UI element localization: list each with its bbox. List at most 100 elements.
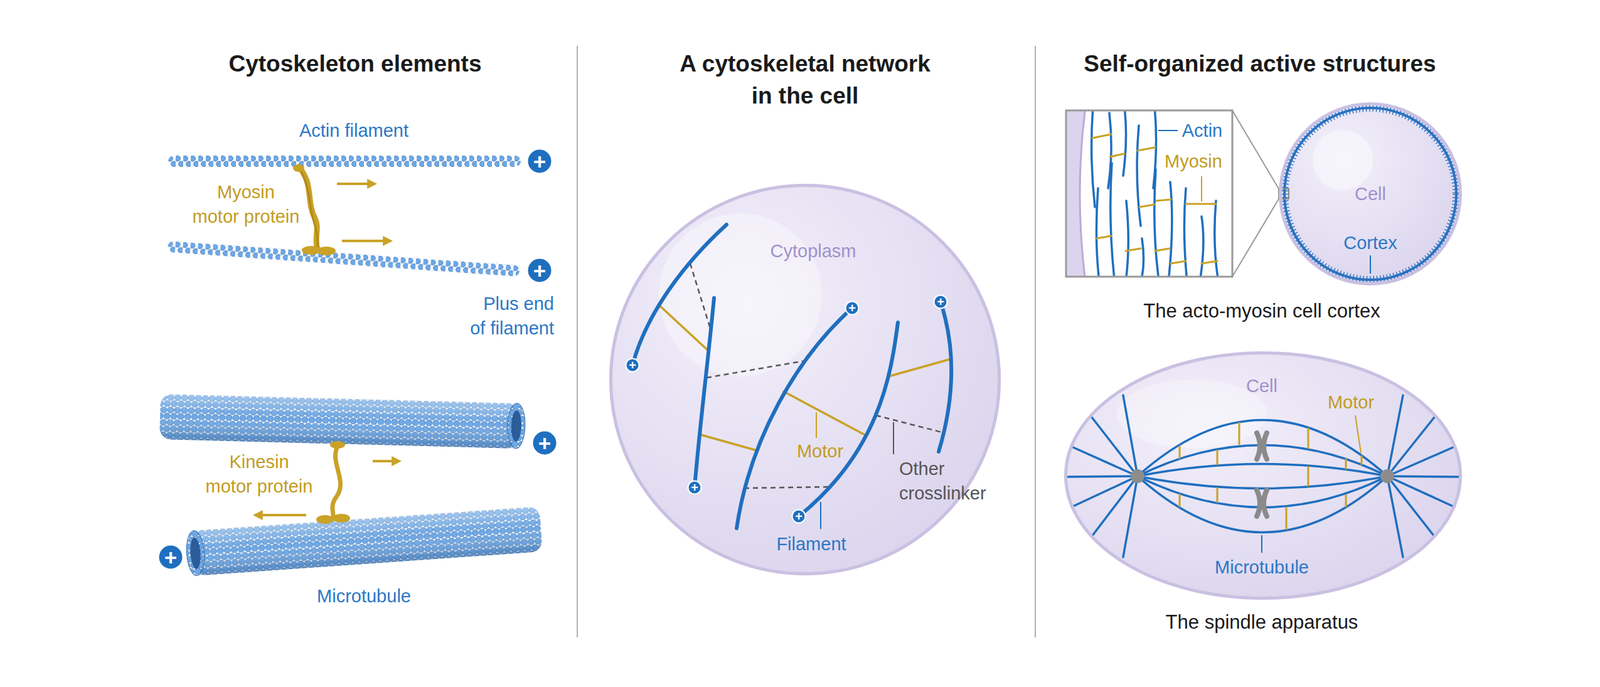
kinesin-motor xyxy=(316,515,334,524)
label-box: Motor xyxy=(796,439,845,464)
motor-link xyxy=(783,391,866,436)
microtubule-tube xyxy=(506,403,526,450)
cortex-inset xyxy=(1136,125,1141,226)
actin-filament xyxy=(168,155,521,167)
panel-title: Self-organized active structures xyxy=(1083,50,1436,77)
cortex-inset xyxy=(1091,110,1095,208)
plus-end-marker: + xyxy=(933,294,949,310)
cortex-inset xyxy=(1110,163,1115,277)
kinesin-motor xyxy=(316,441,351,524)
leader-line xyxy=(1261,535,1263,553)
actin-filament xyxy=(167,240,521,277)
spindle-microtubule xyxy=(1387,395,1403,477)
cortex-inset xyxy=(1139,204,1155,208)
cortex-inset xyxy=(1154,169,1159,277)
actin-filament xyxy=(167,240,521,277)
motion-arrow xyxy=(254,513,307,517)
motion-arrow xyxy=(341,239,391,243)
spindle-motor xyxy=(1238,422,1241,445)
plus-circle xyxy=(532,431,558,456)
plus-end-marker: + xyxy=(526,148,553,175)
spindle-microtubule xyxy=(1123,395,1138,477)
cell-body xyxy=(609,183,1001,576)
myosin-motor xyxy=(298,166,319,249)
spindle-motor xyxy=(1216,450,1219,465)
spindle-microtubule xyxy=(1387,476,1435,537)
chromosome xyxy=(1256,490,1260,517)
plus-circle xyxy=(527,149,553,174)
filament xyxy=(798,322,898,517)
label-box: Microtubule xyxy=(316,584,412,609)
label-box: Myosin xyxy=(1162,149,1225,174)
cortex-inset xyxy=(1066,110,1233,277)
spindle-microtubule xyxy=(1071,476,1138,507)
chromosome xyxy=(1263,432,1267,460)
plus-sign: + xyxy=(533,150,546,173)
microtubule-tube xyxy=(159,394,520,449)
plus-circle xyxy=(934,295,948,309)
plus-end-marker: + xyxy=(791,508,807,524)
leader-line xyxy=(1261,535,1263,553)
plus-circle xyxy=(158,545,184,570)
cortex-inset xyxy=(1201,261,1218,264)
spindle-cell-body xyxy=(1065,352,1461,599)
spindle-microtubule xyxy=(1137,420,1388,477)
plus-end-marker: + xyxy=(526,257,553,284)
spindle-pole xyxy=(1130,469,1395,484)
cortex-inset xyxy=(1123,110,1127,176)
myosin-head xyxy=(316,246,336,256)
filament xyxy=(632,224,952,529)
callout-label: Actin xyxy=(1180,120,1225,141)
cortex-cell-body xyxy=(1284,107,1457,280)
myosin-motor xyxy=(298,166,319,249)
cell-outline xyxy=(611,185,1000,575)
callout-label: Motor xyxy=(796,441,844,462)
motion-arrow xyxy=(372,459,400,463)
cortex-inset xyxy=(1125,248,1141,251)
crosslinker xyxy=(690,263,945,489)
cortex-cell-body xyxy=(1284,107,1457,280)
cortex-inset xyxy=(1170,261,1186,264)
cortex-inset xyxy=(1066,110,1086,277)
plus-sign: + xyxy=(164,546,177,569)
node-text-box: Cell xyxy=(1354,181,1387,206)
plus-circle xyxy=(626,358,640,373)
cell-circle: Cell xyxy=(1278,102,1462,286)
leader-line xyxy=(1369,255,1371,274)
label-box: Actin filament xyxy=(298,118,410,144)
cortex-cell-body xyxy=(1280,103,1461,285)
panel-title: Cytoskeleton elements xyxy=(228,50,482,77)
cortex-inset xyxy=(1185,203,1216,206)
kinesin-motor xyxy=(332,513,351,523)
cortex-inset xyxy=(1109,153,1125,157)
spindle-pole xyxy=(1380,469,1395,484)
spindle-motor xyxy=(1345,495,1348,507)
spindle-microtubule xyxy=(1137,476,1388,533)
label-box: Other crosslinker xyxy=(899,456,901,506)
spindle-microtubule xyxy=(1137,464,1388,477)
cell-body xyxy=(609,183,1001,576)
cell-outline xyxy=(1066,353,1461,599)
leader-line xyxy=(1369,255,1371,274)
spindle-motor xyxy=(1178,494,1181,507)
plus-sign: + xyxy=(794,510,803,523)
microtubule-tube xyxy=(159,394,526,449)
caption: The acto-myosin cell cortex xyxy=(1143,299,1380,322)
plus-sign: + xyxy=(533,259,546,282)
plus-circle xyxy=(688,481,702,495)
label-box: Actin xyxy=(1179,118,1226,144)
label-box: Cytoskeleton elements xyxy=(227,48,483,80)
plus-circle xyxy=(845,301,859,315)
cortex-cell-body xyxy=(1280,103,1461,285)
part-label: Plus end of filament xyxy=(469,293,555,339)
leader-line xyxy=(815,412,817,438)
actin-filament xyxy=(167,155,521,277)
microtubule-tube xyxy=(510,410,522,442)
crosslinker xyxy=(690,263,712,333)
label-box: Motor xyxy=(1327,390,1376,415)
spindle-microtubule xyxy=(1071,446,1138,477)
chromosome xyxy=(1256,432,1267,517)
cortex-inset xyxy=(1060,106,1233,283)
label-box: A cytoskeletal network in the cell xyxy=(670,47,940,112)
